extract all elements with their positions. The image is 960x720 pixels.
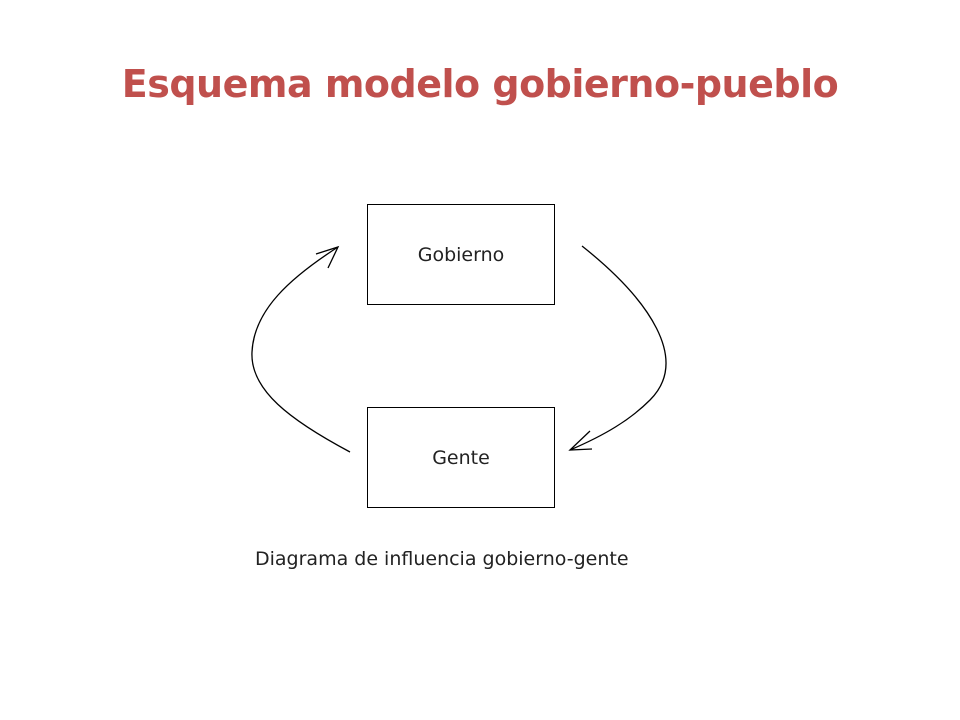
arrowhead-gobierno — [315, 245, 340, 269]
arrow-gente-to-gobierno — [251, 246, 351, 453]
arrowhead-gente — [568, 430, 593, 451]
diagram-caption: Diagrama de influencia gobierno-gente — [255, 548, 629, 570]
slide-title: Esquema modelo gobierno-pueblo — [121, 62, 839, 106]
node-gobierno: Gobierno — [367, 204, 555, 305]
arrow-gobierno-to-gente — [569, 245, 667, 451]
node-gobierno-label: Gobierno — [417, 243, 505, 266]
node-gente: Gente — [367, 407, 555, 508]
node-gente-label: Gente — [432, 446, 490, 469]
